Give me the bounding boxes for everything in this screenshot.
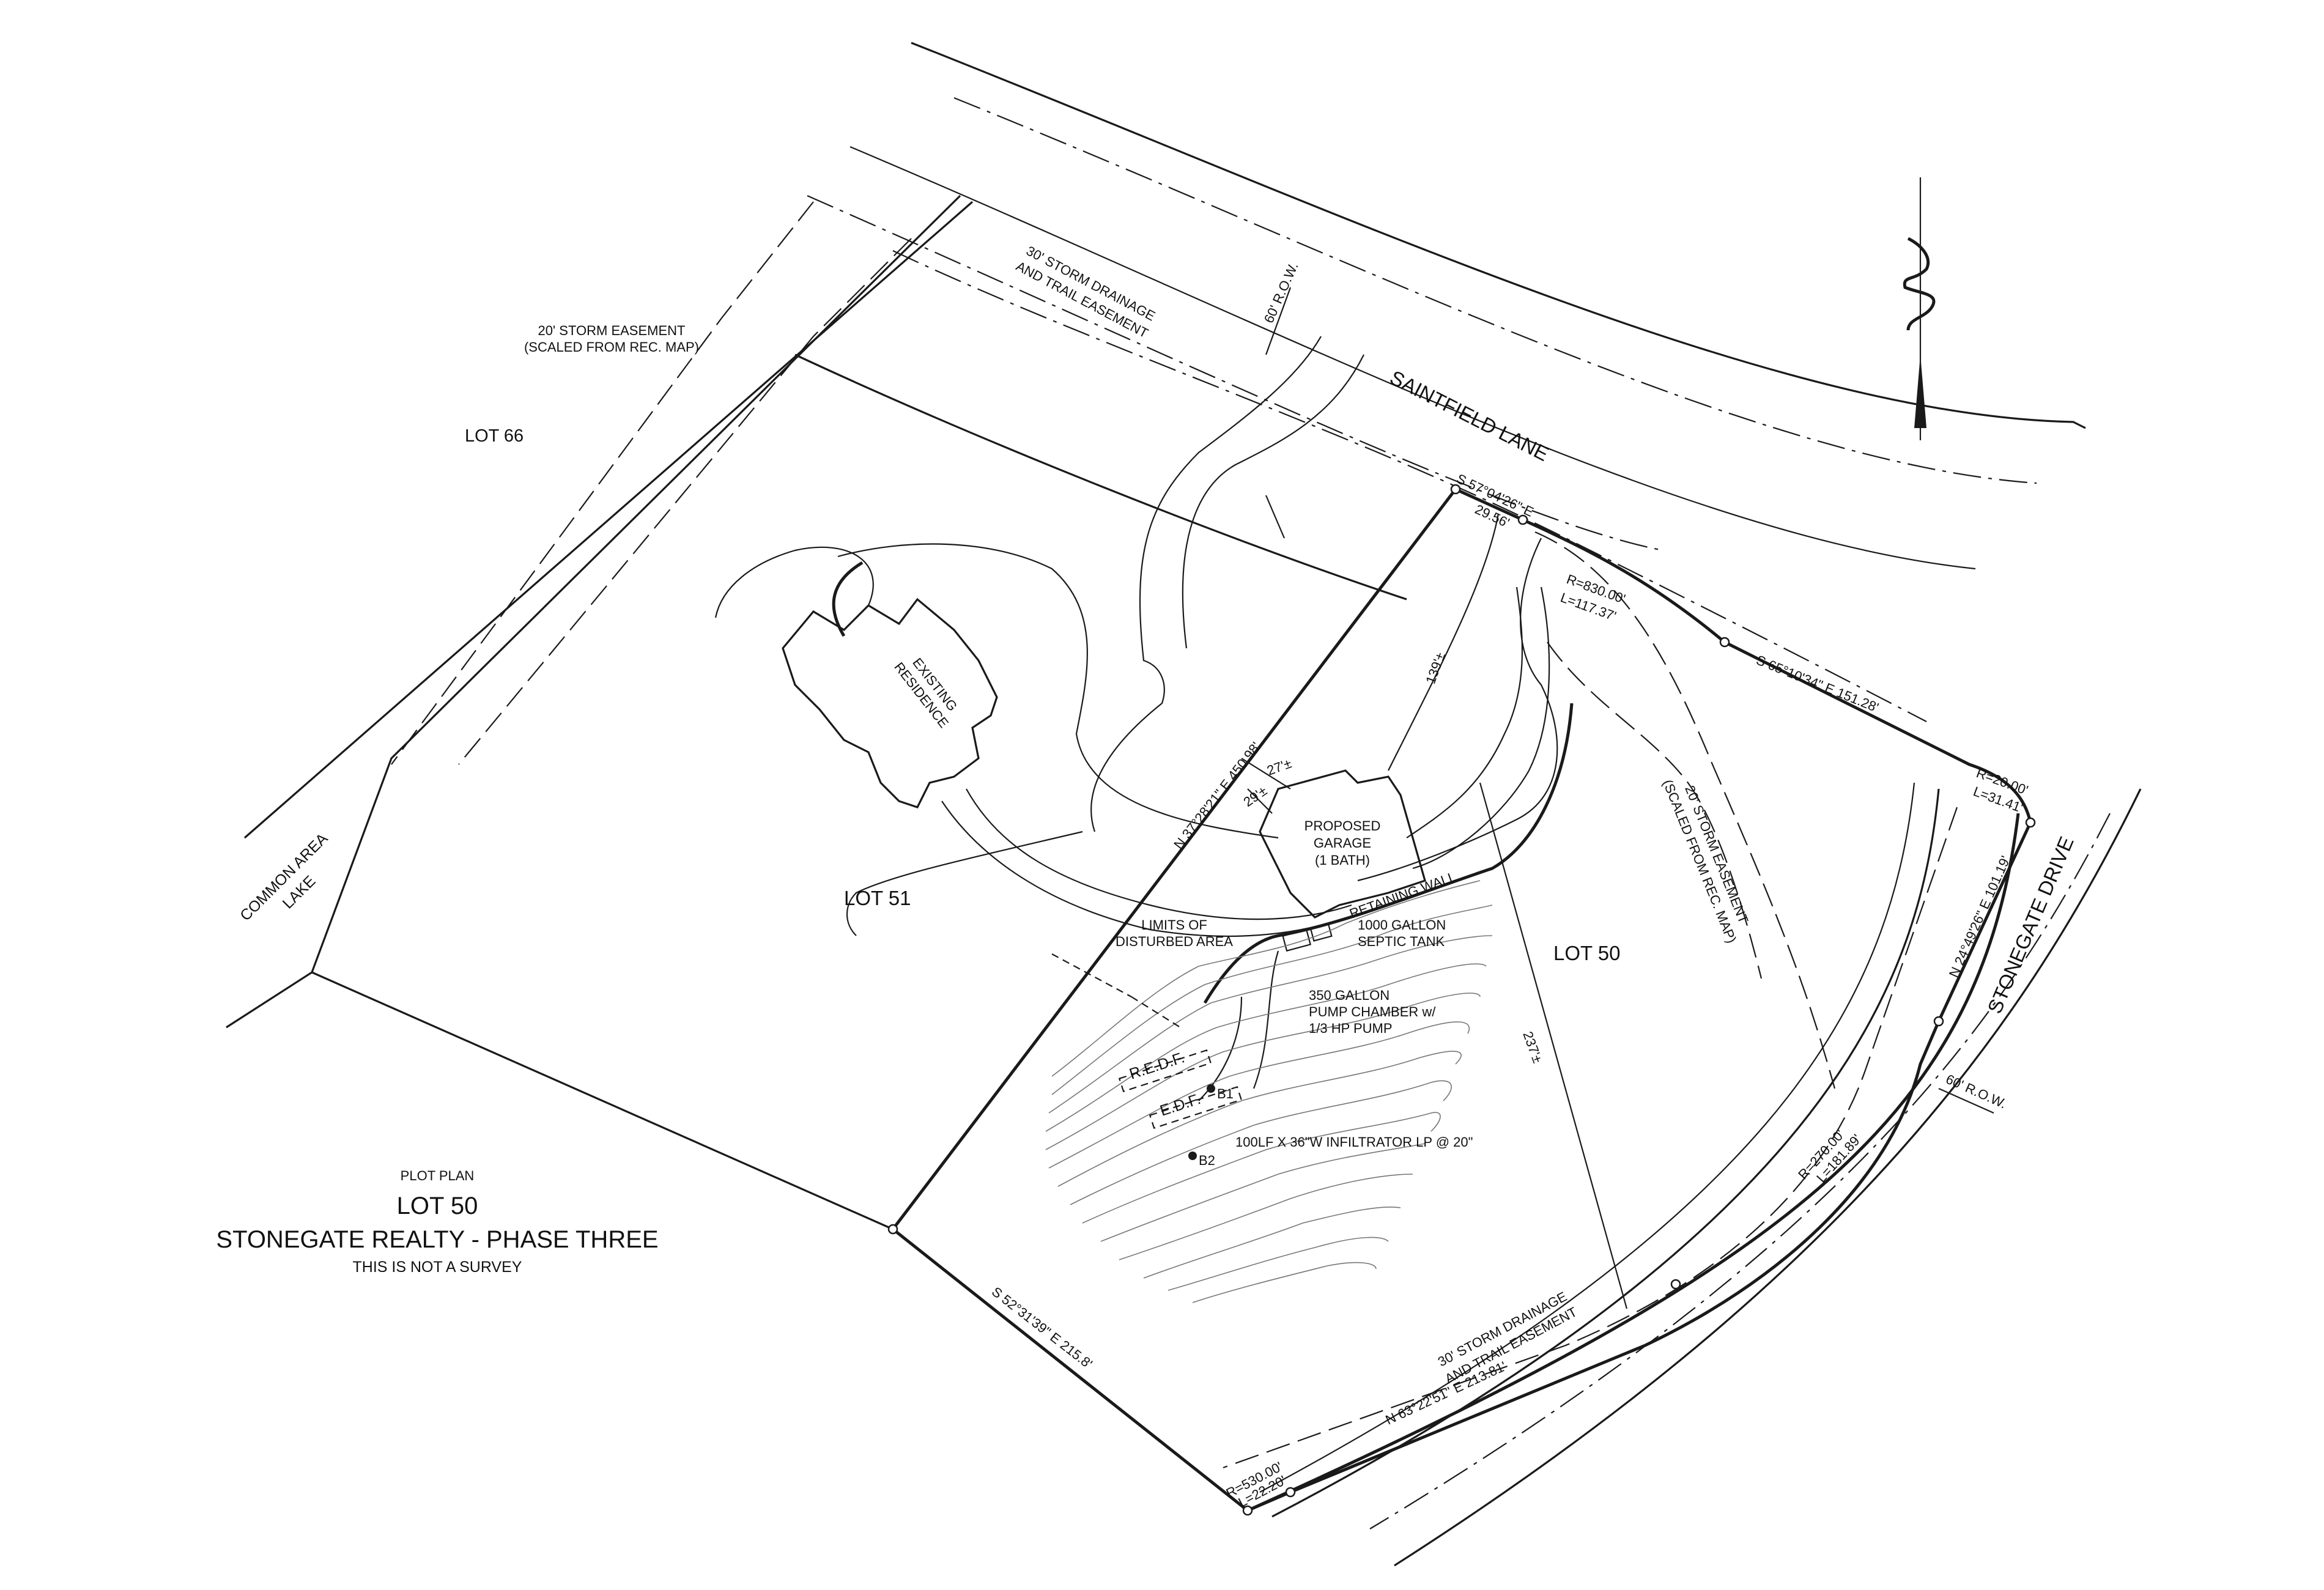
- limits-disturbed-label-1: LIMITS OF: [1141, 917, 1207, 933]
- dimension-139: 139'±: [1423, 650, 1448, 686]
- boring-1-label: B1: [1217, 1086, 1234, 1101]
- soil-borings: [1188, 1084, 1215, 1160]
- storm-easement-20-left-2: (SCALED FROM REC. MAP): [524, 339, 699, 355]
- storm-easement-20ft-left: [391, 201, 912, 765]
- dimension-27: 27'±: [1265, 755, 1293, 778]
- garage-label-1: PROPOSED: [1304, 818, 1381, 834]
- title-project: STONEGATE REALTY - PHASE THREE: [216, 1226, 658, 1253]
- title-caption: PLOT PLAN: [401, 1168, 475, 1183]
- title-disclaimer: THIS IS NOT A SURVEY: [353, 1259, 522, 1276]
- pump-chamber-label-1: 350 GALLON: [1309, 988, 1390, 1003]
- dimension-237: 237'±: [1520, 1029, 1545, 1065]
- boundary-monuments: [887, 484, 2036, 1516]
- lot-66-label: LOT 66: [465, 426, 524, 446]
- lot-51-boundary: [226, 194, 974, 1230]
- title-lot: LOT 50: [397, 1192, 478, 1219]
- sw-line-bearing: S 52°31'39" E 215.8': [989, 1284, 1095, 1372]
- saintfield-lane-label: SAINTFIELD LANE: [1386, 366, 1553, 465]
- disturbed-area-contours: [1045, 880, 1493, 1303]
- saintfield-lane-road: [794, 42, 2086, 601]
- dimension-lines: [1241, 287, 1994, 1309]
- ne-line-bearing: S 65°10'34" E 151.28': [1754, 652, 1881, 715]
- pump-chamber-label-2: PUMP CHAMBER w/: [1309, 1004, 1436, 1019]
- existing-residence: [714, 546, 998, 808]
- lot-51-label: LOT 51: [844, 887, 911, 909]
- garage-label-3: (1 BATH): [1315, 852, 1370, 868]
- north-arrow-icon: [1903, 177, 1936, 440]
- pump-chamber-label-3: 1/3 HP PUMP: [1309, 1021, 1393, 1036]
- storm-easement-20-left-1: 20' STORM EASEMENT: [538, 323, 686, 338]
- septic-tank-label-1: 1000 GALLON: [1358, 917, 1446, 933]
- redf-label: R.E.D.F.: [1127, 1049, 1186, 1082]
- edf-label: E.D.F.: [1158, 1090, 1202, 1120]
- garage-label-2: GARAGE: [1314, 835, 1371, 851]
- stonegate-drive-road: [1246, 782, 2142, 1567]
- lot-50-boundary: [890, 487, 2032, 1512]
- retaining-wall-label: RETAINING WALL: [1347, 868, 1458, 921]
- driveway: [837, 336, 1558, 937]
- storm-easement-30ft-top: [892, 250, 1927, 722]
- septic-system: [1198, 922, 1333, 1101]
- septic-tank-label-2: SEPTIC TANK: [1358, 934, 1445, 949]
- boring-2-label: B2: [1199, 1153, 1215, 1168]
- storm-easement-20ft-right: [1223, 531, 1958, 1469]
- lot-50-label: LOT 50: [1553, 942, 1620, 964]
- dimension-29: 29'±: [1241, 783, 1270, 810]
- drain-field-beds: [1051, 953, 1243, 1130]
- proposed-garage: [1259, 769, 1426, 919]
- retaining-wall: [1203, 703, 1574, 1004]
- row-label-top: 60' R.O.W.: [1261, 260, 1301, 325]
- limits-disturbed-label-2: DISTURBED AREA: [1116, 934, 1233, 949]
- infiltrator-label: 100LF X 36"W INFILTRATOR LP @ 20": [1235, 1134, 1473, 1150]
- common-area-label-1: COMMON AREA: [237, 830, 331, 925]
